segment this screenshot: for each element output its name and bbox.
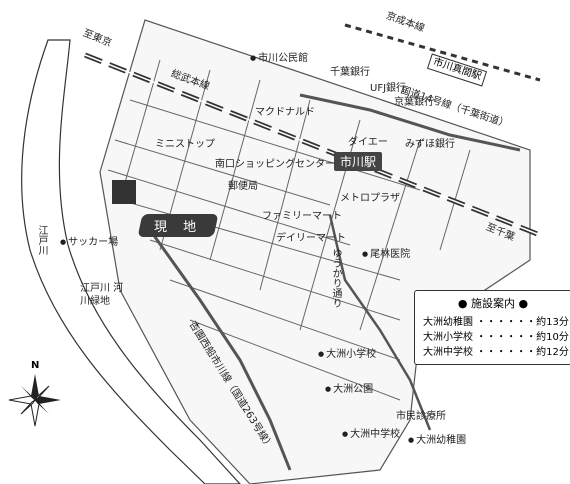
facility-guide-panel: ● 施設案内 ● 大洲幼稚園 ・・・・・・約13分 大洲小学校 ・・・・・・約1… (414, 290, 570, 365)
facility-row: 大洲中学校 ・・・・・・約12分 (423, 347, 569, 358)
landmark-park: 大洲公園 (325, 385, 373, 395)
compass-rose (8, 374, 61, 427)
yukari-street-label: ゆうかり通り (330, 248, 341, 308)
landmark-post-office: 郵便局 (228, 181, 258, 192)
landmark-junior-high: 大洲中学校 (342, 430, 400, 440)
landmark-chiba-bank: 千葉銀行 (330, 67, 370, 78)
route14-road (299, 93, 521, 152)
route263-road (148, 229, 292, 471)
landmark-soccer-field: サッカー場 (60, 238, 118, 248)
landmark-citizen-clinic: 市民診療所 (396, 411, 446, 422)
site-label: 現 地 (137, 214, 219, 237)
landmark-elementary: 大洲小学校 (318, 350, 376, 360)
edogawa-river (21, 39, 241, 484)
landmark-greenland: 江戸川 河川緑地 (80, 283, 124, 307)
landmark-mizuho-bank: みずほ銀行 (405, 139, 455, 150)
facility-guide-title: ● 施設案内 ● (457, 297, 529, 310)
district-outline (99, 19, 531, 484)
keisei-rail (344, 23, 541, 82)
station-label: 市川駅 (334, 152, 383, 171)
landmark-kominkan: 市川公民館 (250, 54, 308, 64)
site-block (112, 180, 136, 204)
landmark-ministop: ミニストップ (155, 139, 215, 150)
landmark-daiei: ダイエー (348, 137, 388, 148)
river-label: 江戸川 (36, 225, 47, 255)
landmark-family-mart: ファミリーマート (262, 211, 342, 222)
landmark-clinic: 尾林医院 (362, 250, 410, 260)
landmark-keiyo-bank: 京葉銀行 (394, 97, 434, 108)
landmark-ufj-bank: UFJ銀行 (370, 83, 407, 94)
landmark-minamiguchi-sc: 南口ショッピングセンター (215, 159, 335, 170)
facility-row: 大洲幼稚園 ・・・・・・約13分 (423, 317, 569, 328)
compass-north-label: N (31, 360, 40, 371)
landmark-mcdonalds: マクドナルド (255, 107, 315, 118)
landmark-kindergarten: 大洲幼稚園 (408, 436, 466, 446)
yukari-street (328, 214, 432, 431)
landmark-metro-plaza: メトロプラザ (340, 193, 400, 204)
facility-row: 大洲小学校 ・・・・・・約10分 (423, 332, 569, 343)
landmark-daily-mart: デイリーマート (276, 233, 346, 244)
